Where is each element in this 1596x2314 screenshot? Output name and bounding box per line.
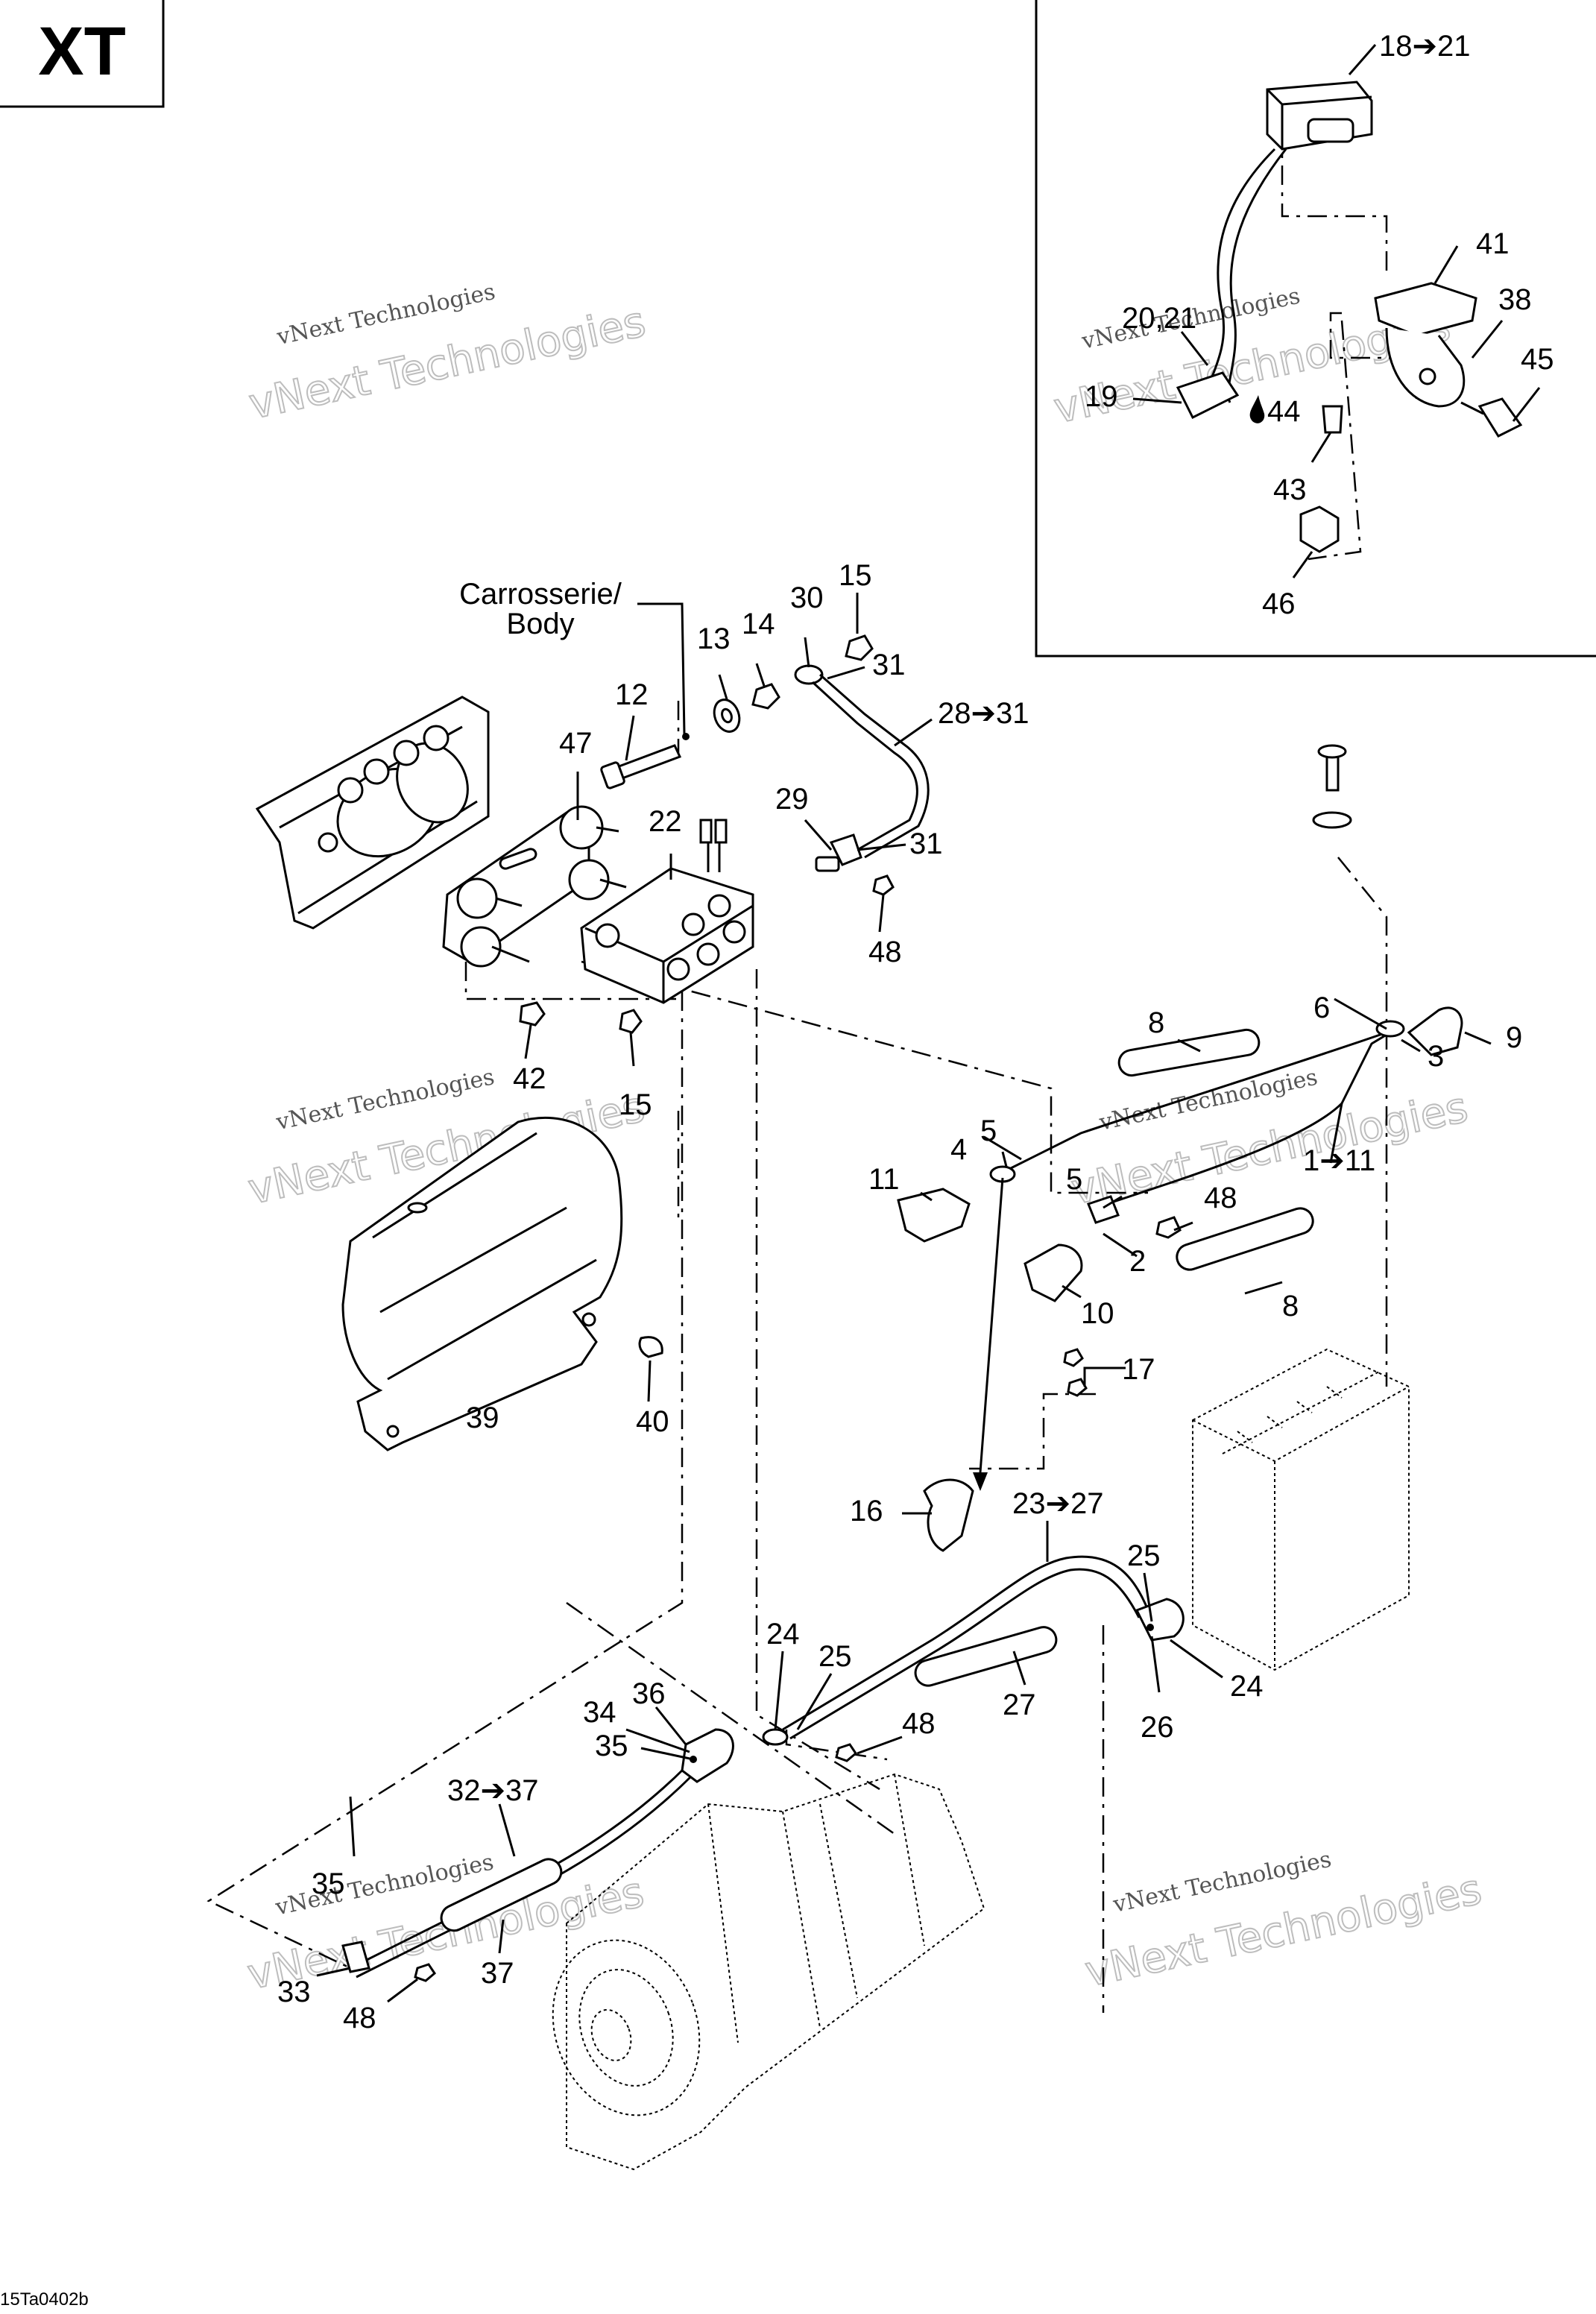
callout-labels: 18➔21 41 38 45 20,21 19 44 43 46 Carross… [277,30,1554,2034]
inset-frame [1035,0,1596,658]
callout-label: 23➔27 [1012,1487,1104,1520]
callout-label: 28➔31 [938,697,1029,730]
body-label-line2: Body [506,608,574,640]
callout-label: 17 [1122,1353,1155,1386]
callout-label: 48 [902,1707,936,1740]
callout-label: 15 [619,1088,652,1121]
rivet-40 [638,1336,663,1358]
callout-label: 8 [1282,1290,1299,1322]
callout-label: 30 [790,581,824,614]
callout-label: 13 [697,622,731,655]
callout-label: 26 [1141,1711,1174,1744]
callout-label: 41 [1476,227,1510,260]
callout-label: 5 [980,1115,997,1147]
cable-23-27 [762,1555,1185,1762]
instrument-bracket [255,696,490,930]
callout-label: 34 [583,1696,616,1729]
callout-label: 9 [1506,1021,1522,1054]
callout-label: 43 [1273,473,1307,506]
callout-label: 27 [1003,1689,1036,1721]
callout-label: 45 [1521,343,1554,376]
callout-label: 25 [1127,1539,1161,1572]
callout-label: 18➔21 [1379,30,1471,63]
fasteners-top [600,634,874,789]
body-label-line1: Carrosserie/ [459,578,622,611]
callout-label: 24 [766,1618,800,1651]
callout-label: 4 [950,1133,967,1166]
callout-label: 15 [839,559,872,592]
watermark-text: vNext Technologies [245,297,650,429]
callout-label: 1➔11 [1303,1144,1375,1177]
solenoid [580,819,754,1004]
reference-code: 15Ta0402b [0,2289,89,2310]
callout-label: 39 [466,1402,499,1434]
callout-label: 36 [632,1677,666,1710]
callout-label: 44 [1267,395,1301,428]
switch-assembly [1176,81,1523,553]
model-tag-text: XT [38,13,126,89]
callout-label: 25 [818,1640,852,1673]
callout-label: 19 [1085,380,1118,413]
callout-label: 33 [277,1976,311,2008]
callout-label: 38 [1498,283,1532,316]
fasteners-right [1312,744,1352,829]
cable-28-31 [794,664,930,896]
cover-39 [341,1116,623,1451]
battery [1192,1348,1410,1671]
callout-label: 20,21 [1122,302,1196,335]
watermark-text: vNext Technologies [1081,1865,1486,1996]
winch [552,1773,985,2171]
cable-1-11 [897,1006,1463,1491]
callout-label: 40 [636,1405,669,1438]
callout-label: 35 [312,1867,345,1900]
callout-label: 35 [595,1730,628,1762]
clip-16 [923,1478,974,1552]
callout-label: 22 [649,805,682,838]
callout-label: 8 [1148,1006,1164,1039]
watermark-text: vNext Technologies [1067,1083,1472,1214]
callout-label: 24 [1230,1670,1264,1703]
callout-label: 5 [1066,1163,1082,1196]
callout-label: 10 [1081,1297,1114,1330]
callout-label: 6 [1313,992,1330,1024]
callout-label: 12 [615,678,649,711]
callout-label: 3 [1428,1040,1444,1073]
assembly-lines [206,89,1418,2013]
callout-label: 14 [742,608,775,640]
callout-label: 32➔37 [447,1774,539,1807]
callout-label: 29 [775,783,809,816]
callout-label: 37 [481,1957,514,1990]
watermark-group: vNext Technologies vNext Technologies vN… [243,279,1487,2000]
fasteners-mid [519,1001,643,1034]
callout-label: 31 [872,649,906,681]
callout-label: 11 [868,1163,900,1196]
callout-label: 48 [1204,1182,1237,1214]
callout-label: 48 [343,2002,376,2034]
relay-bracket [442,805,627,968]
leader-lines [316,44,1541,2003]
callout-label: 2 [1129,1245,1146,1278]
callout-label: 47 [559,727,593,760]
callout-label: 31 [909,827,943,860]
callout-label: 46 [1262,587,1296,620]
callout-label: 42 [513,1062,546,1095]
callout-label: 48 [868,936,902,968]
drop-icon [1249,395,1265,423]
model-tag: XT [0,0,165,108]
callout-label: 16 [850,1495,883,1528]
cable-32-37 [341,1728,734,1982]
